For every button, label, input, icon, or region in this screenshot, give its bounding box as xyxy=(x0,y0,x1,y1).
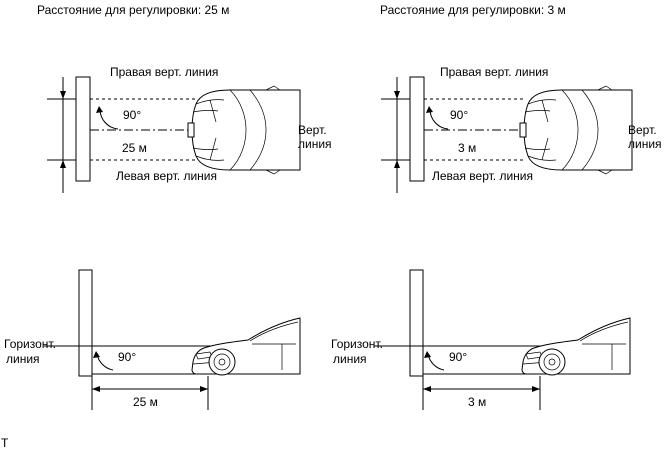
top-right-vert-label-1: Верт. xyxy=(628,123,657,137)
top-left-distance: 25 м xyxy=(122,141,147,155)
top-right-distance: 3 м xyxy=(458,141,476,155)
top-left-vert-label-1: Верт. xyxy=(298,123,327,137)
bottom-right-panel: Горизонт. линия 90° 3 м xyxy=(331,269,631,410)
bottom-right-screen xyxy=(409,269,424,377)
bottom-left-horiz-label-2: линия xyxy=(6,352,40,366)
top-left-left-line-label: Левая верт. линия xyxy=(116,169,217,183)
top-left-car xyxy=(187,85,301,175)
top-left-screen xyxy=(75,76,91,182)
bottom-left-angle: 90° xyxy=(118,350,136,364)
bottom-left-distance: 25 м xyxy=(133,395,158,409)
top-left-title: Расстояние для регулировки: 25 м xyxy=(37,3,229,17)
top-right-angle: 90° xyxy=(450,108,468,122)
top-right-right-line-label: Правая верт. линия xyxy=(440,65,548,79)
bottom-right-angle: 90° xyxy=(449,350,467,364)
bottom-left-horiz-label-1: Горизонт. xyxy=(4,337,56,351)
top-right-title: Расстояние для регулировки: 3 м xyxy=(380,3,566,17)
bottom-right-horiz-label-1: Горизонт. xyxy=(331,337,383,351)
top-right-screen xyxy=(409,76,425,182)
bottom-left-screen xyxy=(78,269,93,377)
top-left-right-line-label: Правая верт. линия xyxy=(110,65,218,79)
top-right-left-line-label: Левая верт. линия xyxy=(432,169,533,183)
top-left-angle: 90° xyxy=(123,108,141,122)
top-left-panel: Расстояние для регулировки: 25 м Правая … xyxy=(37,3,332,193)
top-left-vert-label-2: линия xyxy=(298,137,332,151)
bottom-left-car xyxy=(191,317,301,376)
footer-mark: T xyxy=(1,436,9,450)
bottom-right-distance: 3 м xyxy=(468,395,486,409)
bottom-right-car xyxy=(521,317,631,376)
bottom-left-panel: Горизонт. линия 90° 25 м xyxy=(4,269,301,410)
top-right-panel: Расстояние для регулировки: 3 м Правая в… xyxy=(380,3,662,193)
bottom-right-horiz-label-2: линия xyxy=(333,352,367,366)
top-right-car xyxy=(519,85,633,175)
top-right-vert-label-2: линия xyxy=(628,137,662,151)
